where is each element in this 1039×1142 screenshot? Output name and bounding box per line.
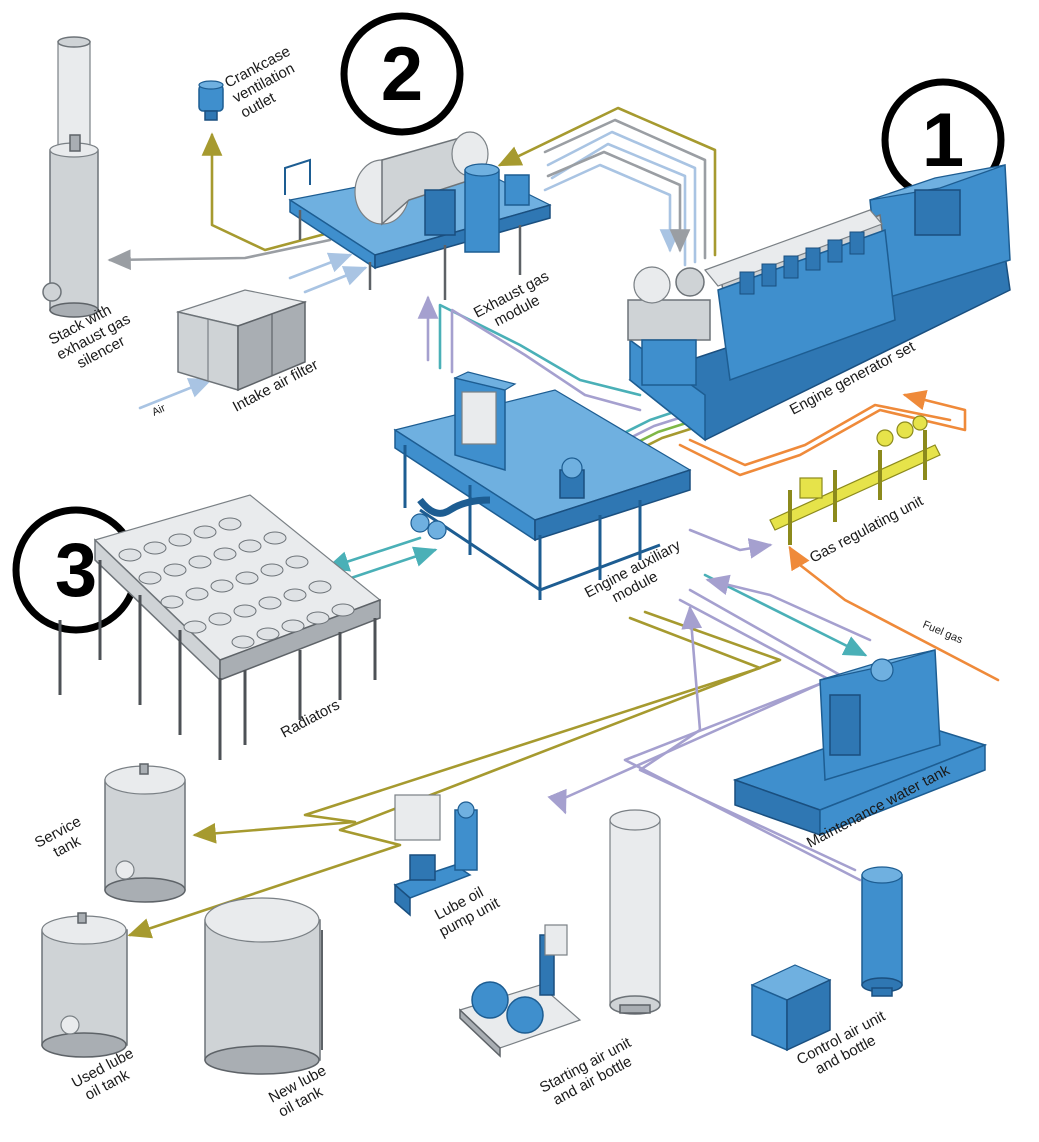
callout-1-number: 1 bbox=[922, 98, 964, 183]
label-service-tank: Service tank bbox=[32, 811, 96, 866]
fuel-gas-supply-line bbox=[788, 545, 1000, 682]
engine-exhaust-line-2 bbox=[546, 130, 697, 264]
control-air-line bbox=[623, 598, 862, 882]
starting-air-unit bbox=[458, 924, 582, 1058]
intake-air-line-1 bbox=[288, 252, 353, 280]
control-air-unit bbox=[750, 964, 832, 1052]
radiator-line-2 bbox=[343, 546, 438, 582]
engine-exhaust-olive-line bbox=[497, 106, 717, 257]
label-exhaust-module: Exhaust gas module bbox=[471, 266, 564, 337]
gas-regulating-unit bbox=[769, 415, 941, 545]
engine-auxiliary-module bbox=[393, 371, 692, 600]
crankcase-vent-outlet bbox=[198, 80, 224, 121]
connection-lines bbox=[107, 106, 1000, 939]
engine-generator-set bbox=[627, 164, 1011, 442]
fuel-gas-engine-line-1 bbox=[678, 389, 967, 477]
maintenance-tank-line-2 bbox=[705, 574, 872, 642]
exhaust-return-line-1 bbox=[543, 163, 681, 253]
aux-exhaust-line-2 bbox=[438, 303, 642, 397]
callout-2-number: 2 bbox=[381, 32, 423, 117]
label-radiators: Radiators bbox=[278, 696, 343, 741]
control-air-bottle bbox=[861, 866, 903, 997]
used-lube-oil-line bbox=[127, 610, 782, 939]
label-air: Air bbox=[150, 402, 168, 419]
exhaust-gas-module bbox=[284, 131, 552, 300]
callout-3-number: 3 bbox=[55, 528, 97, 613]
engine-exhaust-line-3 bbox=[550, 142, 687, 267]
aux-exhaust-line-3 bbox=[450, 308, 642, 412]
service-tank bbox=[104, 763, 186, 903]
crankcase-vent-line bbox=[201, 132, 342, 252]
radiator-line-1 bbox=[325, 536, 422, 572]
exhaust-to-stack-line bbox=[107, 238, 332, 271]
maintenance-tank-line-1 bbox=[703, 573, 868, 657]
label-crankcase: Crankcase ventilation outlet bbox=[222, 41, 313, 122]
starting-air-line bbox=[547, 588, 842, 815]
label-starting-air: Starting air unit and air bottle bbox=[537, 1032, 646, 1111]
air-inlet-line bbox=[138, 378, 213, 410]
new-lube-oil-tank bbox=[204, 897, 323, 1075]
engine-exhaust-line-1 bbox=[543, 118, 707, 260]
intake-air-line-2 bbox=[303, 266, 368, 294]
starting-air-bottle bbox=[609, 809, 661, 1015]
callout-2: 2 bbox=[340, 12, 464, 136]
control-air-return bbox=[638, 605, 857, 872]
label-lube-pump: Lube oil pump unit bbox=[428, 879, 503, 940]
used-lube-oil-tank bbox=[41, 912, 128, 1058]
callout-1: 1 bbox=[881, 78, 1005, 202]
lube-oil-pump-unit bbox=[393, 794, 478, 917]
aux-gas-reg-line bbox=[688, 528, 773, 559]
stack-with-silencer bbox=[42, 36, 99, 318]
fuel-gas-engine-line-2 bbox=[688, 403, 952, 467]
maintenance-water-tank bbox=[732, 649, 988, 837]
service-tank-oil-line bbox=[192, 616, 762, 844]
radiators bbox=[58, 494, 382, 760]
intake-air-filter bbox=[175, 289, 308, 392]
exhaust-return-line-2 bbox=[546, 150, 691, 253]
